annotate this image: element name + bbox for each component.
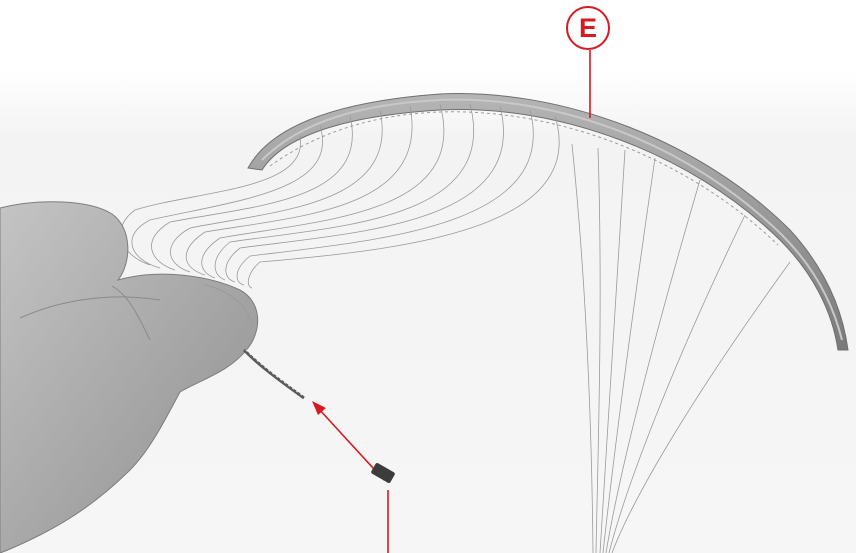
callout-label-e: E (566, 6, 610, 50)
